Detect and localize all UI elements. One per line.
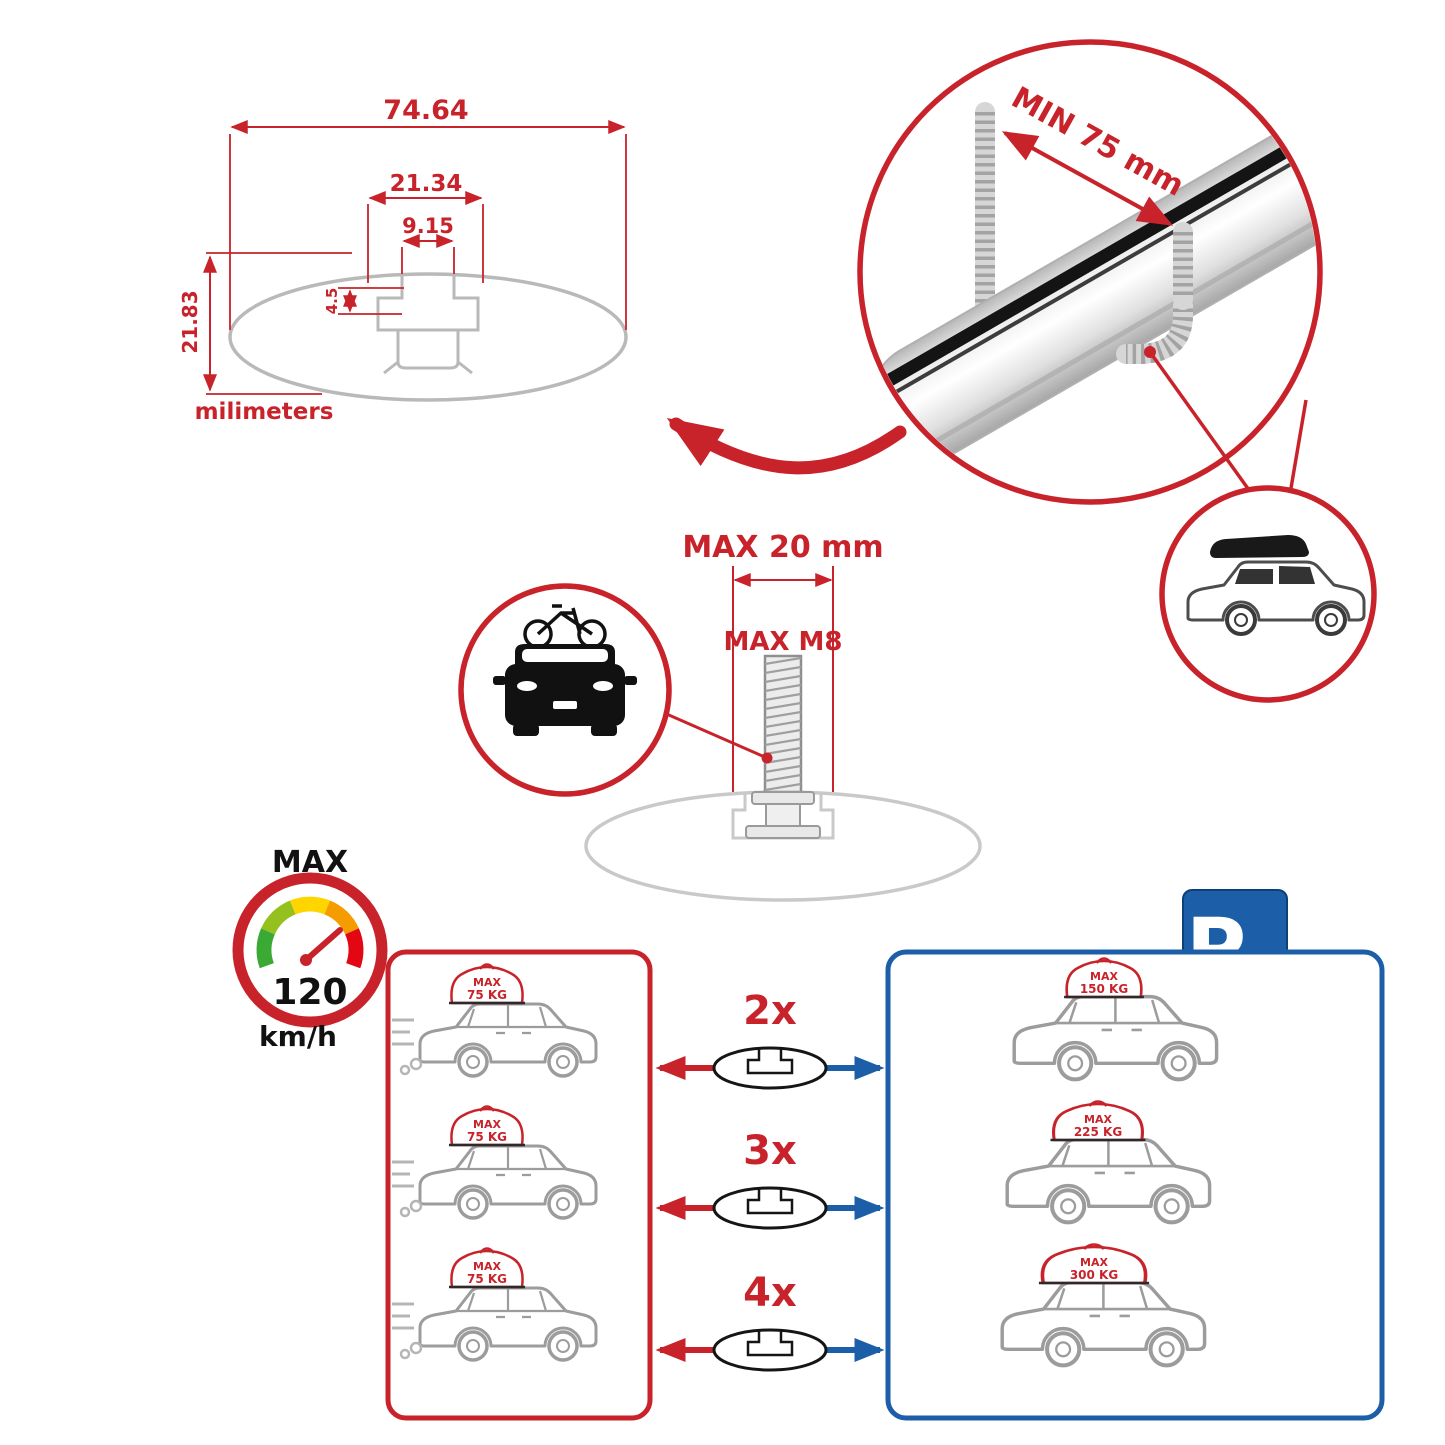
zoom-arrow bbox=[666, 417, 907, 475]
motion-lines bbox=[392, 1302, 414, 1330]
link-line-1 bbox=[1148, 350, 1256, 499]
dim-slot-width: 9.15 bbox=[402, 214, 454, 238]
dim-channel-width: 21.34 bbox=[390, 171, 463, 197]
cargo-load-value: 75 KG bbox=[467, 1272, 507, 1286]
aluminum-crossbar bbox=[863, 113, 1317, 478]
units-label: milimeters bbox=[195, 399, 334, 425]
dim-total-height: 21.83 bbox=[178, 290, 202, 353]
exhaust-puff bbox=[399, 1064, 411, 1076]
channel-body bbox=[383, 330, 473, 375]
car-roofbox-badge bbox=[1159, 485, 1377, 703]
exhaust-puff bbox=[399, 1348, 411, 1360]
bar-zoom-detail: MIN 75 mm bbox=[857, 39, 1323, 505]
parked-car-row: MAX 225 KG bbox=[1007, 1099, 1209, 1223]
cargo-load-max: MAX bbox=[1080, 1256, 1108, 1269]
driving-car-row: MAX 75 KG bbox=[392, 1105, 598, 1220]
dim-lip-depth: 4.5 bbox=[323, 288, 341, 315]
gauge-needle bbox=[303, 927, 343, 963]
parked-car-row: MAX 300 KG bbox=[1002, 1242, 1204, 1366]
speed-unit: km/h bbox=[259, 1020, 337, 1053]
parked-car-row: MAX 150 KG bbox=[1014, 957, 1216, 1080]
cargo-load-value: 150 KG bbox=[1080, 982, 1128, 996]
bike-car-badge bbox=[458, 583, 672, 797]
crossbar-count-icon bbox=[712, 1186, 828, 1230]
crossbar-count-icon bbox=[712, 1046, 828, 1090]
bolt-extension-lines bbox=[732, 566, 834, 792]
multiplier-arrows: 2x 3x 4x bbox=[655, 988, 885, 1372]
roof-box-icon bbox=[1210, 535, 1309, 558]
multiplier-label: 2x bbox=[743, 988, 797, 1034]
extension-lines-height bbox=[206, 252, 352, 395]
multiplier-label: 4x bbox=[743, 1270, 797, 1316]
car-front-icon bbox=[493, 644, 637, 736]
profile-dimension-diagram: 74.64 21.34 9.15 4.5 21.83 milimeters bbox=[178, 95, 628, 425]
cargo-load-max: MAX bbox=[1084, 1113, 1112, 1126]
extension-lines-total-width bbox=[229, 134, 627, 330]
cargo-load-max: MAX bbox=[473, 976, 501, 989]
cargo-load-value: 75 KG bbox=[467, 988, 507, 1002]
extension-lines-channel-width bbox=[367, 204, 484, 283]
bolt-max-length-label: MAX 20 mm bbox=[682, 530, 883, 565]
driving-car-row: MAX 75 KG bbox=[392, 963, 598, 1078]
bolt-flange bbox=[751, 791, 815, 805]
cargo-load-max: MAX bbox=[473, 1260, 501, 1273]
bolt-leader-line bbox=[661, 710, 768, 760]
dim-total-width: 74.64 bbox=[383, 95, 468, 126]
bolt-threads bbox=[765, 656, 801, 792]
speed-limit-gauge: MAX 120 km/h bbox=[232, 845, 388, 1053]
crossbar-cross-section bbox=[228, 272, 628, 402]
min-clearance-arrow bbox=[1001, 131, 1174, 226]
exhaust-puff bbox=[409, 1199, 423, 1213]
cargo-load-value: 75 KG bbox=[467, 1130, 507, 1144]
bolt-base-plate bbox=[745, 825, 821, 839]
bolt-diagram: MAX 20 mm MAX M8 bbox=[584, 530, 982, 902]
clamp-rod-right-threads bbox=[1126, 300, 1193, 364]
extension-lines-lip bbox=[338, 287, 404, 315]
exhaust-puff bbox=[409, 1341, 423, 1355]
cargo-load-max: MAX bbox=[473, 1118, 501, 1131]
zoom-content: MIN 75 mm bbox=[863, 80, 1317, 478]
parked-panel: MAX 150 KG MAX 225 KG MAX 300 KG bbox=[885, 949, 1385, 1421]
motion-lines bbox=[392, 1160, 414, 1188]
gauge-arcs bbox=[256, 896, 364, 969]
cargo-load-value: 300 KG bbox=[1070, 1268, 1118, 1282]
motion-lines bbox=[392, 1018, 414, 1046]
link-line-2 bbox=[1288, 399, 1308, 495]
exhaust-puff bbox=[409, 1057, 423, 1071]
multiplier-label: 3x bbox=[743, 1128, 797, 1174]
driving-panel: MAX 75 KG MAX 75 KG MAX 75 KG bbox=[385, 949, 653, 1421]
t-slot-channel bbox=[376, 276, 480, 332]
exhaust-puff bbox=[399, 1206, 411, 1218]
crossbar-count-icon bbox=[712, 1328, 828, 1372]
speed-value: 120 bbox=[272, 972, 347, 1013]
gauge-hub bbox=[300, 954, 312, 966]
bolt-neck bbox=[765, 803, 801, 827]
cargo-load-value: 225 KG bbox=[1074, 1125, 1122, 1139]
driving-car-row: MAX 75 KG bbox=[392, 1247, 598, 1362]
cargo-load-max: MAX bbox=[1090, 970, 1118, 983]
extension-lines-slot-width bbox=[401, 247, 455, 274]
bolt-thread-label: MAX M8 bbox=[723, 627, 842, 657]
